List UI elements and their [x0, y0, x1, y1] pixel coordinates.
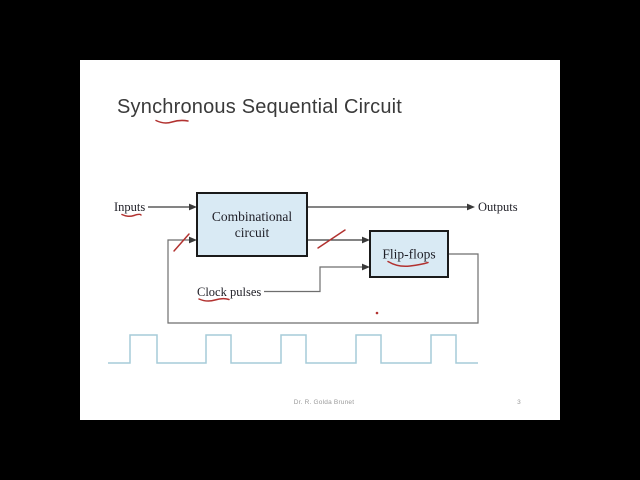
red-dot-annotation: [375, 311, 379, 315]
flipflops-box: [369, 230, 449, 278]
outputs-arrowhead-icon: [467, 203, 475, 211]
combinational-circuit-box: [196, 192, 308, 257]
slide-title: Synchronous Sequential Circuit: [117, 96, 403, 118]
clock-waveform: [108, 334, 478, 364]
clock-arrowhead-icon: [362, 263, 370, 271]
comb-to-flipflops-arrowhead-icon: [362, 236, 370, 244]
footer-author: Dr. R. Golda Brunet: [293, 399, 355, 406]
title-underline-annotation: [155, 119, 189, 124]
clock-underline-annotation: [198, 297, 230, 302]
flipflops-underline-annotation: [387, 260, 429, 268]
combinational-circuit-label-line1: Combinational: [212, 209, 292, 224]
bus-slash-comb-flipflops-annotation: [317, 229, 346, 249]
clock-routing-line: [264, 266, 363, 293]
clock-pulses-label: Clock pulses: [197, 285, 261, 299]
inputs-underline-annotation: [121, 213, 142, 218]
outputs-label: Outputs: [478, 200, 518, 214]
flipflops-label: Flip-flops: [382, 247, 435, 262]
slide: Synchronous Sequential Circuit Combinati…: [80, 60, 560, 420]
bus-slash-feedback-annotation: [173, 233, 190, 252]
inputs-label: Inputs: [114, 200, 145, 214]
combinational-circuit-label-line2: circuit: [235, 225, 270, 240]
footer-page-number: 3: [517, 399, 521, 406]
circuit-diagram: Combinational circuit Flip-flops Inputs …: [108, 119, 518, 364]
feedback-arrowhead-icon: [189, 236, 197, 244]
inputs-arrowhead-icon: [189, 203, 197, 211]
feedback-loop-line: [167, 239, 479, 324]
